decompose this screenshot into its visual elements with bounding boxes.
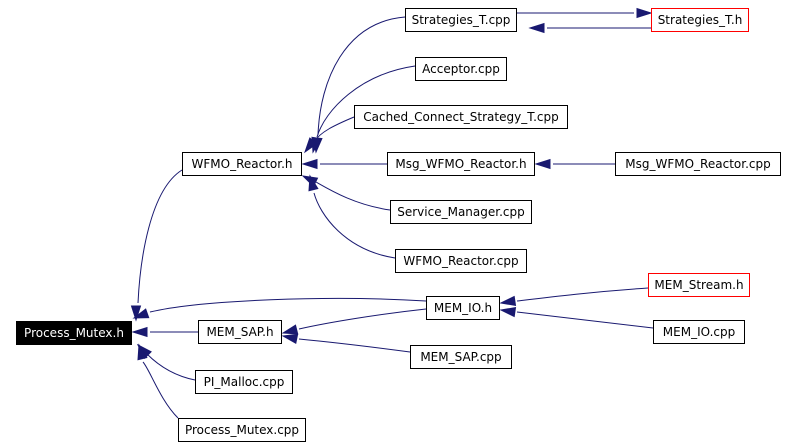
node-mem-io-cpp[interactable]: MEM_IO.cpp: [653, 320, 745, 344]
node-msg-wfmo-reactor-h[interactable]: Msg_WFMO_Reactor.h: [387, 152, 535, 176]
node-wfmo-reactor-h[interactable]: WFMO_Reactor.h: [182, 152, 302, 176]
edge-line: [316, 65, 416, 138]
node-mem-sap-h[interactable]: MEM_SAP.h: [198, 320, 282, 344]
edge-line: [146, 353, 196, 381]
node-process-mutex-cpp[interactable]: Process_Mutex.cpp: [178, 418, 306, 442]
edge-mem-io-cpp-to-mem-io-h: [499, 306, 654, 329]
node-mem-io-h[interactable]: MEM_IO.h: [426, 296, 500, 320]
edge-line: [149, 297, 427, 313]
edge-mem-stream-h-to-mem-io-h: [499, 287, 649, 307]
edge-mem-sap-h-to-process-mutex-h: [131, 326, 198, 338]
edge-line: [516, 311, 654, 329]
edge-msg-wfmo-reactor-h-to-wfmo-reactor-h: [301, 158, 387, 170]
node-cached-connect-strategy-t-cpp[interactable]: Cached_Connect_Strategy_T.cpp: [354, 105, 568, 129]
edge-wfmo-reactor-h-to-process-mutex-h: [130, 169, 183, 322]
edge-arrowhead: [308, 174, 319, 192]
edge-arrowhead: [304, 137, 318, 154]
node-service-manager-cpp[interactable]: Service_Manager.cpp: [390, 200, 532, 224]
edge-arrowhead: [281, 324, 299, 335]
edge-msg-wfmo-reactor-cpp-to-msg-wfmo-reactor-h: [534, 158, 615, 170]
edge-arrowhead: [281, 333, 299, 344]
edge-cached-connect-strategy-t-cpp-to-wfmo-reactor-h: [304, 116, 355, 154]
edge-arrowhead: [534, 158, 551, 170]
node-process-mutex-h[interactable]: Process_Mutex.h: [16, 321, 132, 345]
edge-mem-io-h-to-mem-sap-h: [281, 308, 427, 335]
edge-arrowhead: [499, 306, 517, 318]
edge-line: [298, 308, 427, 330]
edge-arrowhead: [636, 7, 653, 19]
node-strategies-t-cpp[interactable]: Strategies_T.cpp: [405, 8, 517, 32]
node-acceptor-cpp[interactable]: Acceptor.cpp: [415, 57, 507, 81]
edge-line: [137, 169, 183, 304]
edge-arrowhead: [130, 305, 142, 322]
node-mem-stream-h[interactable]: MEM_Stream.h: [648, 273, 750, 297]
edge-line: [315, 181, 391, 211]
edge-arrowhead: [528, 22, 545, 34]
edge-arrowhead: [301, 158, 318, 170]
edge-line: [317, 16, 406, 136]
edge-line: [298, 338, 411, 353]
node-msg-wfmo-reactor-cpp[interactable]: Msg_WFMO_Reactor.cpp: [615, 152, 781, 176]
edge-service-manager-cpp-to-wfmo-reactor-h: [301, 175, 391, 211]
node-strategies-t-h[interactable]: Strategies_T.h: [651, 8, 749, 32]
edge-process-mutex-cpp-to-process-mutex-h: [137, 343, 179, 419]
edge-arrowhead: [131, 326, 148, 338]
edge-pi-malloc-cpp-to-process-mutex-h: [136, 343, 196, 381]
edge-wfmo-reactor-cpp-to-wfmo-reactor-h: [308, 174, 396, 259]
edge-line: [142, 361, 179, 419]
edge-line: [313, 116, 355, 143]
edge-mem-io-h-to-process-mutex-h: [132, 297, 427, 319]
edge-arrowhead: [499, 295, 517, 307]
node-pi-malloc-cpp[interactable]: PI_Malloc.cpp: [195, 370, 293, 394]
edge-strategies-t-h-to-strategies-t-cpp: [528, 22, 651, 34]
edge-strategies-t-cpp-to-wfmo-reactor-h: [312, 16, 406, 154]
node-mem-sap-cpp[interactable]: MEM_SAP.cpp: [410, 345, 512, 369]
edge-arrowhead: [137, 343, 148, 361]
edge-mem-sap-cpp-to-mem-sap-h: [281, 333, 411, 353]
edge-strategies-t-cpp-to-strategies-t-h: [517, 7, 653, 19]
edge-line: [313, 192, 396, 259]
edge-line: [516, 287, 649, 302]
edge-arrowhead: [132, 308, 150, 319]
node-wfmo-reactor-cpp[interactable]: WFMO_Reactor.cpp: [395, 249, 527, 273]
